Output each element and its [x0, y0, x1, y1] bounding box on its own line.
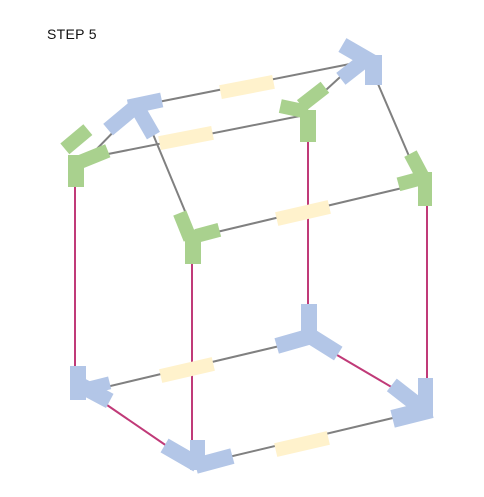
step-label: STEP 5	[47, 26, 97, 42]
rod-right-diagonal	[371, 69, 416, 171]
spacer-bottom-front	[274, 431, 330, 457]
green-connector-top-left	[60, 124, 111, 187]
blue-connectors	[70, 38, 434, 474]
green-connector-front	[173, 210, 222, 264]
blue-connector-bottom-left	[70, 366, 114, 408]
frame-rods	[74, 62, 428, 466]
blue-connector-bottom-right	[386, 378, 434, 428]
blue-connector-top-left	[103, 92, 164, 140]
blue-connector-bottom-front	[160, 438, 235, 474]
green-connector-right	[396, 150, 432, 206]
blue-connector-top-right	[336, 38, 382, 85]
spacer-top-back	[219, 74, 275, 100]
spacers	[158, 74, 331, 457]
spacer-bottom-left	[159, 357, 215, 383]
blue-connector-bottom-middle	[274, 304, 343, 361]
green-connector-top-middle	[278, 81, 330, 142]
green-connectors	[60, 81, 432, 264]
spacer-front-top	[275, 200, 331, 226]
spacer-top-middle	[158, 125, 214, 151]
